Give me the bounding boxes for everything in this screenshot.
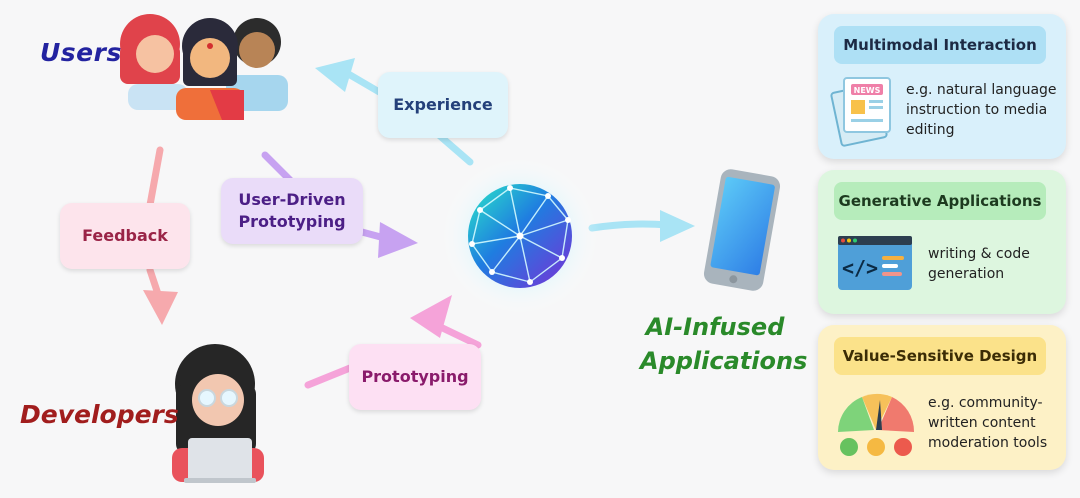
developers-title: Developers xyxy=(20,400,179,429)
user-driven-arrow xyxy=(261,151,418,258)
card-value-sensitive-design: Value-Sensitive Design e.g. community- w… xyxy=(818,325,1066,470)
card-generative-applications: Generative Applications writing & code g… xyxy=(818,170,1066,314)
developer-illustration-icon xyxy=(172,344,264,483)
user-driven-prototyping-label: User-Driven Prototyping xyxy=(221,178,363,244)
prototyping-arrow xyxy=(304,295,482,389)
card-line: editing xyxy=(906,122,955,138)
output-arrow xyxy=(588,210,695,242)
smartphone-icon xyxy=(703,169,781,291)
ai-applications-line1: AI-Infused xyxy=(645,313,785,341)
user-driven-line1: User-Driven xyxy=(238,190,346,209)
card-line: written content xyxy=(928,415,1036,431)
card-line: generation xyxy=(928,266,1005,282)
card-description: e.g. natural language instruction to med… xyxy=(906,80,1062,140)
ai-applications-title: AI-Infused Applications xyxy=(640,310,808,378)
prototyping-label: Prototyping xyxy=(349,344,481,410)
card-line: e.g. community- xyxy=(928,395,1043,411)
ai-network-sphere-icon xyxy=(440,156,600,316)
card-multimodal-interaction: Multimodal Interaction e.g. natural lang… xyxy=(818,14,1066,159)
card-description: writing & code generation xyxy=(928,244,1058,284)
ai-applications-line2: Applications xyxy=(640,347,808,375)
card-description: e.g. community- written content moderati… xyxy=(928,393,1062,453)
card-line: instruction to media xyxy=(906,102,1048,118)
card-title: Multimodal Interaction xyxy=(834,26,1046,64)
user-driven-line2: Prototyping xyxy=(238,212,346,231)
users-illustration-icon xyxy=(120,14,288,120)
feedback-label: Feedback xyxy=(60,203,190,269)
card-line: writing & code xyxy=(928,246,1030,262)
card-line: e.g. natural language xyxy=(906,82,1057,98)
users-title: Users xyxy=(40,38,122,67)
feedback-arrow xyxy=(143,146,178,325)
card-title: Value-Sensitive Design xyxy=(834,337,1046,375)
card-title: Generative Applications xyxy=(834,182,1046,220)
card-line: moderation tools xyxy=(928,435,1048,451)
experience-label: Experience xyxy=(378,72,508,138)
